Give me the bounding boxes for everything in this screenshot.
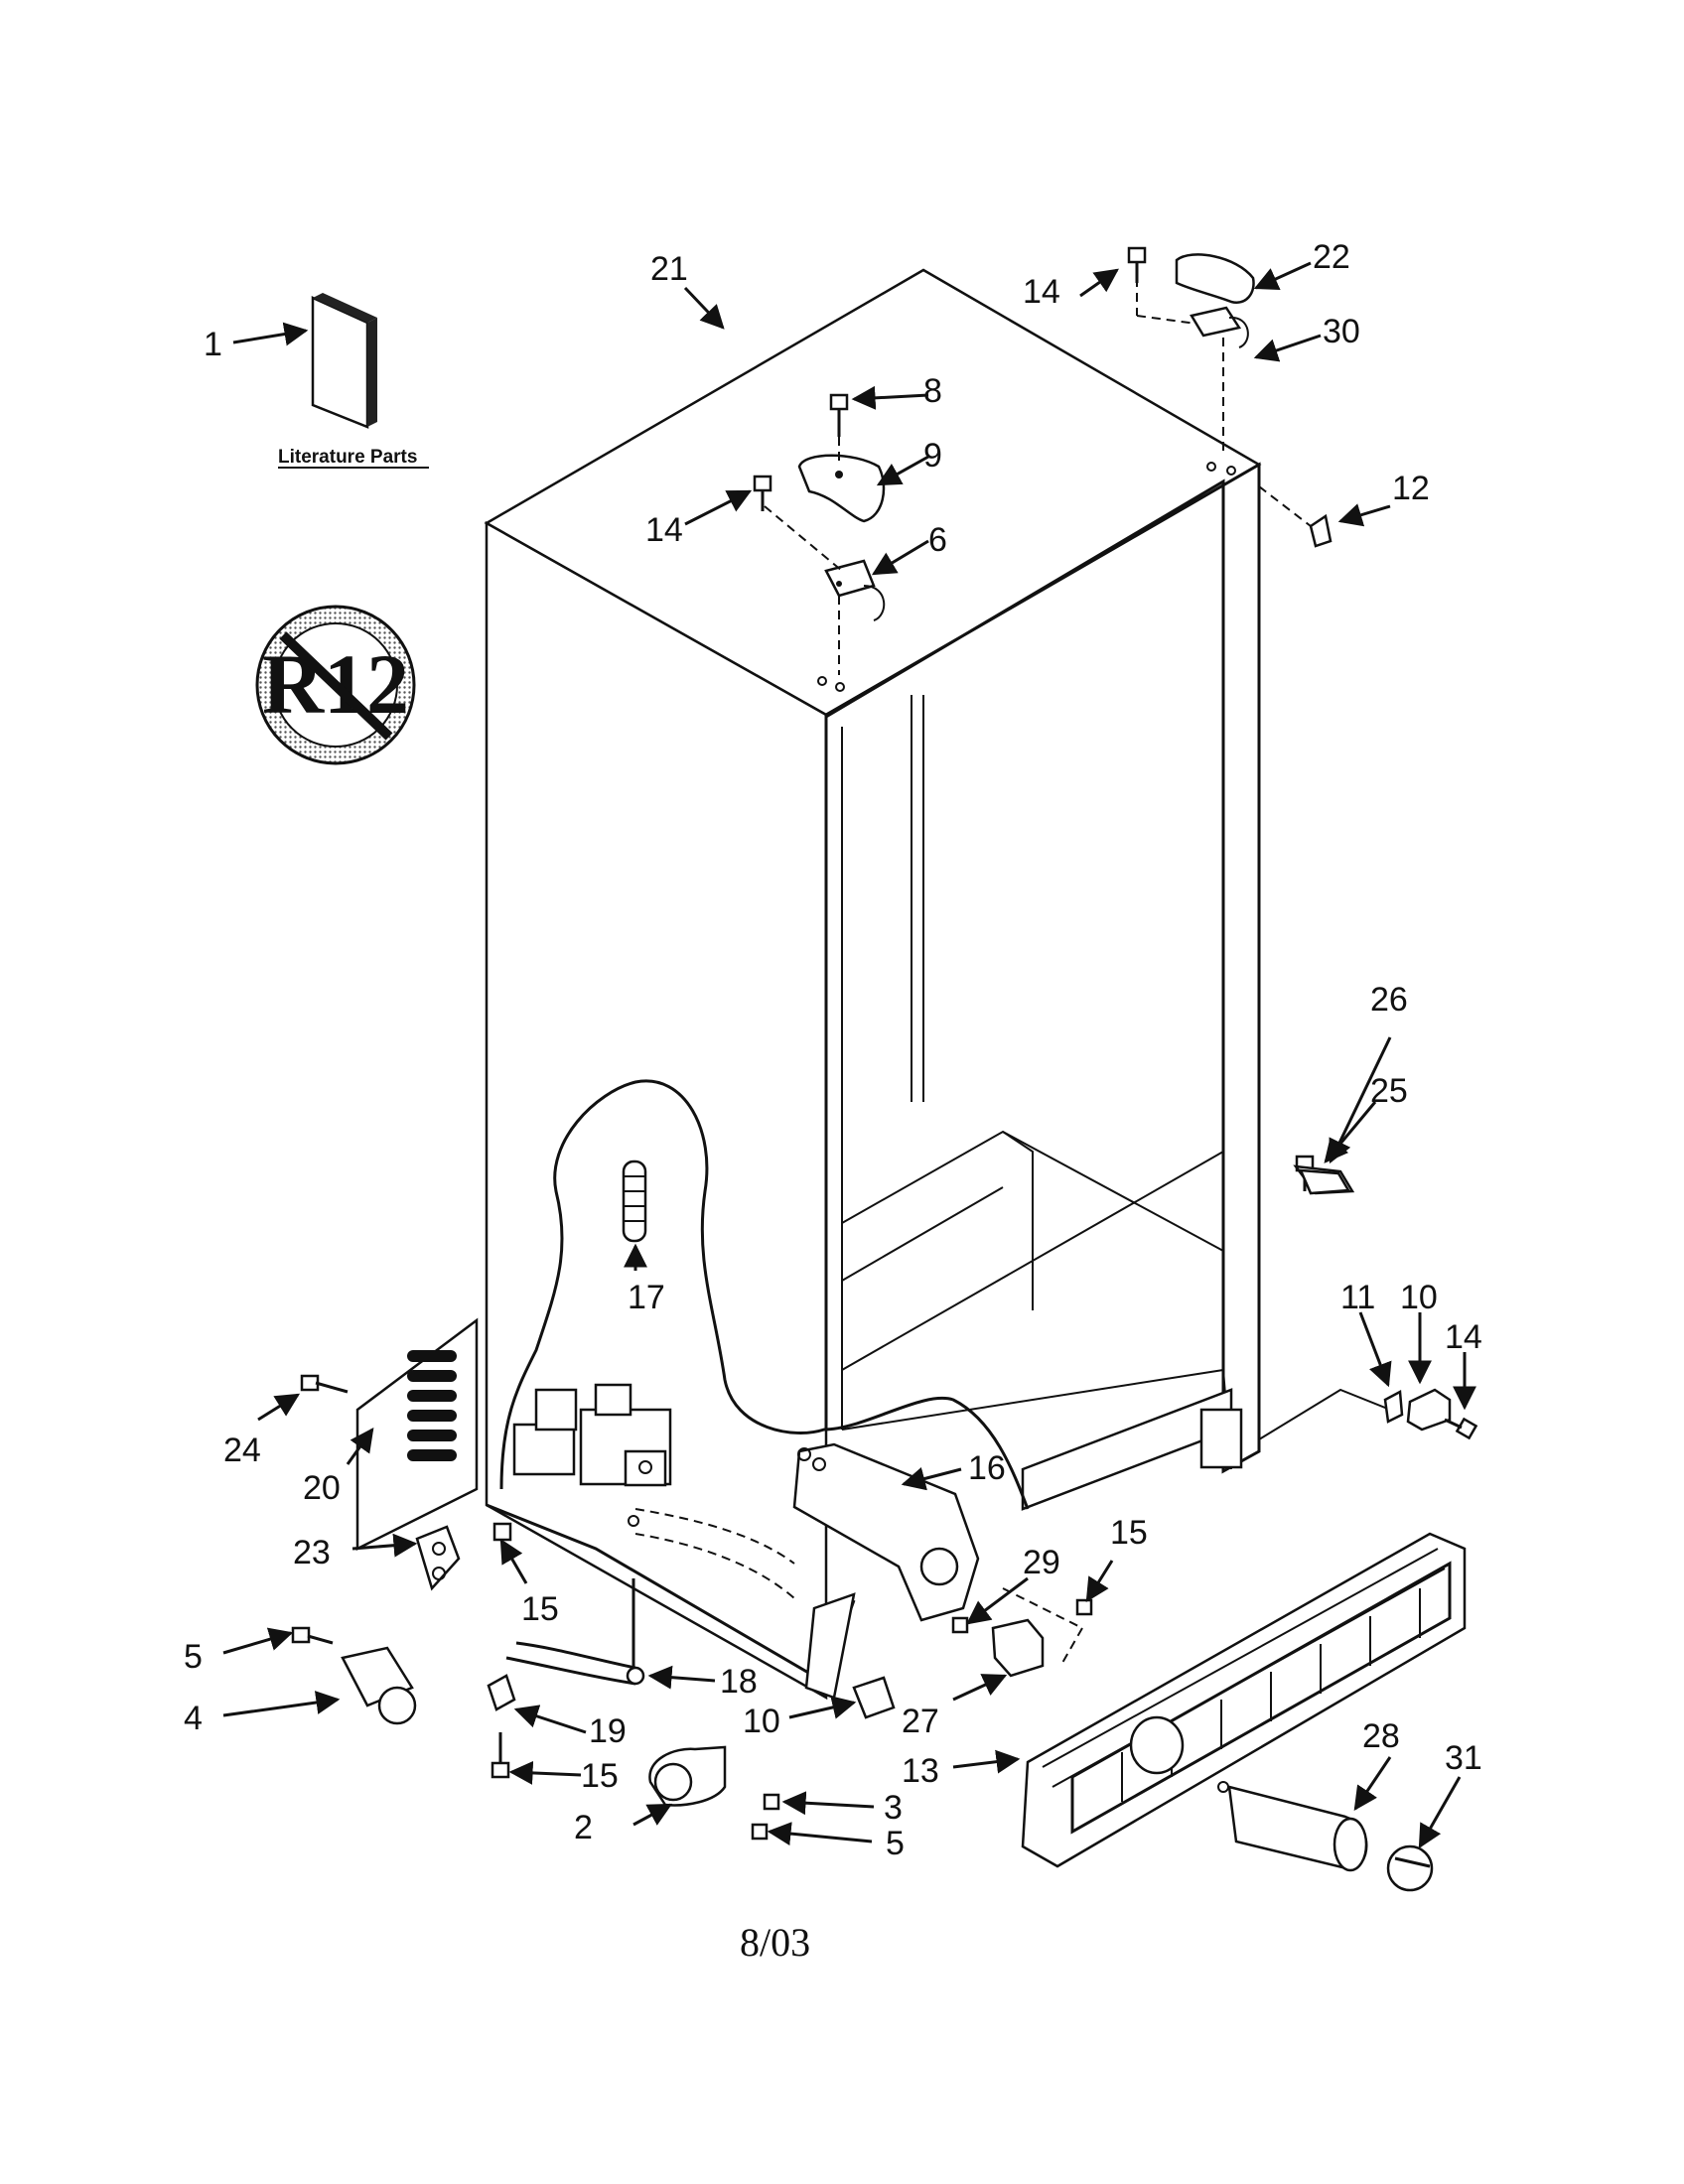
top-hinge-center: [764, 437, 886, 692]
revision-date: 8/03: [740, 1920, 810, 1965]
callout-14-center: 14: [645, 511, 683, 549]
callout-4: 4: [184, 1700, 203, 1737]
rear-cover-20: [355, 1317, 479, 1552]
valve-27: [991, 1618, 1045, 1678]
callout-arrows: [222, 261, 1476, 1849]
callout-14-top-right: 14: [1023, 273, 1060, 311]
compressor-components: [512, 1383, 672, 1487]
callout-22: 22: [1313, 238, 1350, 276]
screw-24: [300, 1374, 349, 1394]
callout-6: 6: [928, 521, 947, 559]
callout-21: 21: [650, 250, 688, 288]
callout-17: 17: [628, 1279, 665, 1316]
screw-14a: [753, 475, 772, 511]
water-filter-28: [1217, 1781, 1368, 1872]
screw-15b: [491, 1732, 510, 1779]
literature-booklet: Literature Parts: [278, 293, 429, 469]
callout-15-right: 15: [1110, 1514, 1148, 1552]
callout-26: 26: [1370, 981, 1408, 1019]
door-stop-12: [1309, 513, 1333, 548]
drain-hose: [622, 1160, 647, 1243]
callout-20: 20: [303, 1469, 341, 1507]
callout-28: 28: [1362, 1717, 1400, 1755]
screw-3: [763, 1793, 780, 1811]
callout-15-left: 15: [521, 1590, 559, 1628]
clamp-19: [487, 1674, 516, 1711]
fill-tube-16: [792, 1442, 980, 1622]
callout-11: 11: [1340, 1279, 1375, 1316]
callout-19: 19: [589, 1712, 627, 1750]
callout-5-bottom: 5: [886, 1825, 905, 1862]
block-10-bottom: [852, 1676, 896, 1719]
bracket-25: [1293, 1164, 1355, 1195]
callout-25: 25: [1370, 1072, 1408, 1110]
callout-3: 3: [884, 1789, 903, 1827]
callout-29: 29: [1023, 1544, 1060, 1581]
screw-5b: [751, 1823, 769, 1841]
callout-31: 31: [1445, 1739, 1482, 1777]
callout-10-bottom: 10: [743, 1703, 780, 1740]
callout-9: 9: [923, 437, 942, 475]
front-roller-2: [648, 1745, 727, 1807]
callout-30: 30: [1323, 313, 1360, 350]
screw-14c: [1444, 1417, 1478, 1440]
base-grille-13: [1021, 1532, 1467, 1868]
callout-13: 13: [902, 1752, 939, 1790]
callout-16: 16: [968, 1449, 1006, 1487]
callout-10-right: 10: [1400, 1279, 1438, 1316]
callout-18: 18: [720, 1663, 758, 1701]
callout-23: 23: [293, 1534, 331, 1571]
callout-15-bottom: 15: [581, 1757, 619, 1795]
cabinet-body: [484, 268, 1391, 1701]
filter-cap-31: [1386, 1844, 1434, 1892]
water-tube-18: [505, 1578, 645, 1686]
spacer-11: [1383, 1390, 1404, 1424]
screw-15a: [492, 1522, 512, 1542]
screw-8: [829, 393, 849, 437]
callout-2: 2: [574, 1809, 593, 1846]
screw-15c: [1075, 1598, 1093, 1616]
roller-4: [341, 1646, 417, 1725]
callout-5-left: 5: [184, 1638, 203, 1676]
no-r12-icon: R12: [255, 605, 416, 765]
screw-14b: [1127, 246, 1147, 283]
callout-27: 27: [902, 1703, 939, 1740]
callout-12: 12: [1392, 470, 1430, 507]
bracket-23: [415, 1525, 461, 1591]
literature-parts-label: Literature Parts: [278, 447, 417, 468]
screw-5a: [291, 1626, 334, 1645]
screw-29: [951, 1616, 969, 1634]
callout-1: 1: [204, 326, 222, 363]
block-10-right: [1406, 1388, 1452, 1432]
top-hinge-right: [1136, 253, 1255, 476]
callout-8: 8: [923, 372, 942, 410]
callout-24: 24: [223, 1432, 261, 1469]
callout-14-right: 14: [1445, 1318, 1482, 1356]
callout-labels: 1 21 14 22 30 8 9 14 6 12 26 25 17 11 10…: [184, 238, 1482, 1862]
